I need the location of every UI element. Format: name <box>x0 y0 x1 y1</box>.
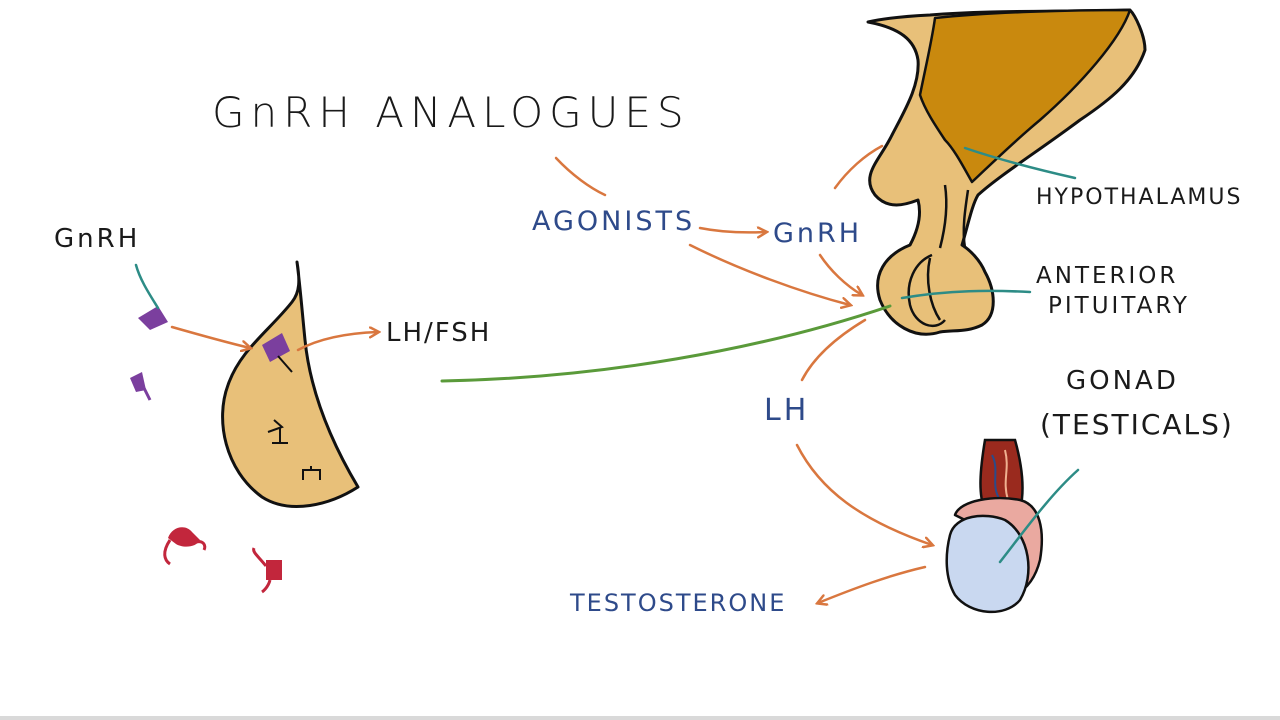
label-testosterone: TESTOSTERONE <box>570 589 787 617</box>
free-receptors-purple <box>130 306 168 401</box>
arrow-agonists-to-gnrh <box>698 228 766 232</box>
label-hypothalamus: HYPOTHALAMUS <box>1036 185 1243 210</box>
arrow-lh-to-testis <box>795 443 932 545</box>
arrow-cell-to-lhfsh <box>296 332 378 352</box>
label-gnrh-left: GnRH <box>54 224 141 254</box>
hypothalamus-pituitary-drawing <box>866 8 1147 336</box>
arrow-title-to-agonists <box>554 156 607 197</box>
pointer-lines <box>134 146 1080 564</box>
label-anterior: ANTERIOR <box>1036 263 1179 289</box>
antagonist-shapes-red <box>163 527 282 594</box>
arrow-pituitary-to-lh <box>800 318 867 382</box>
arrow-testis-to-testosterone <box>818 565 927 603</box>
label-testicals: (TESTICALS) <box>1040 408 1234 441</box>
arrow-gnrh-to-pituitary <box>818 253 862 295</box>
label-lh-fsh: LH/FSH <box>386 318 492 348</box>
diagram-title: GnRH ANALOGUES <box>212 88 690 137</box>
label-pituitary: PITUITARY <box>1048 293 1190 319</box>
label-gonad: GONAD <box>1066 366 1179 396</box>
arrow-agonists-to-pituitary <box>688 243 850 305</box>
label-agonists: AGONISTS <box>532 206 696 237</box>
arrow-hypothalamus-to-gnrh <box>833 144 884 190</box>
label-gnrh-right: GnRH <box>773 218 863 249</box>
arrow-receptor-to-cell <box>170 325 250 348</box>
arrows <box>170 144 932 603</box>
bottom-divider <box>0 716 1280 720</box>
label-lh: LH <box>764 393 810 428</box>
pituitary-link-line <box>440 304 892 383</box>
testis-drawing <box>945 438 1044 614</box>
pituitary-cell <box>221 260 360 508</box>
